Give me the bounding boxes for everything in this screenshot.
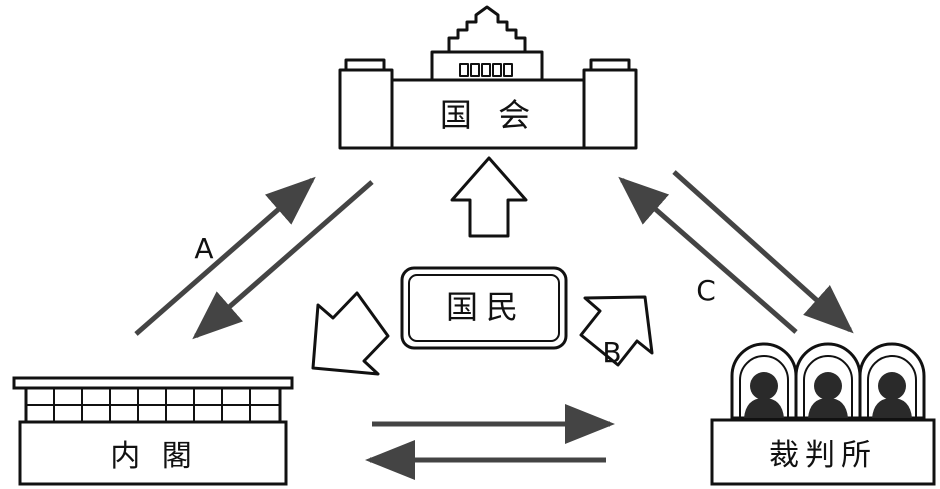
judge-seat-1 [730, 342, 798, 420]
people-to-court-arrow [579, 295, 654, 367]
diet-to-court-arrow [672, 170, 854, 334]
cabinet-to-diet-arrow [134, 176, 316, 336]
court-to-diet-arrow [618, 176, 798, 334]
diet-windows [459, 63, 513, 77]
diet-tower [447, 5, 527, 54]
people-to-cabinet-arrow [311, 291, 390, 376]
block-arrows [311, 156, 654, 376]
cabinet-window-grid [26, 388, 280, 422]
judge-figure-1 [750, 372, 778, 400]
branch-arrows [134, 170, 854, 480]
arrow-label-a: A [194, 232, 213, 265]
court-body [710, 418, 936, 486]
diet-right-wing [582, 68, 638, 150]
people-label: 国民 [446, 288, 526, 326]
court-label: 裁判所 [769, 438, 877, 473]
arrow-label-b: B [602, 336, 621, 369]
cabinet-building [12, 376, 294, 486]
cabinet-body [18, 420, 288, 486]
judge-figure-3 [878, 372, 906, 400]
diet-body [390, 78, 586, 150]
diet-label: 国 会 [440, 96, 538, 134]
diet-to-cabinet-arrow [192, 180, 374, 340]
judge-seat-3 [858, 342, 926, 420]
diet-left-wing [338, 68, 394, 150]
cabinet-label: 内 閣 [110, 439, 198, 474]
court-building [710, 342, 936, 486]
people-box [400, 266, 568, 350]
people-to-diet-arrow [450, 156, 528, 238]
judge-seat-2 [794, 342, 862, 420]
diet-building [338, 5, 638, 150]
arrow-label-c: C [696, 274, 716, 307]
judge-figure-2 [814, 372, 842, 400]
